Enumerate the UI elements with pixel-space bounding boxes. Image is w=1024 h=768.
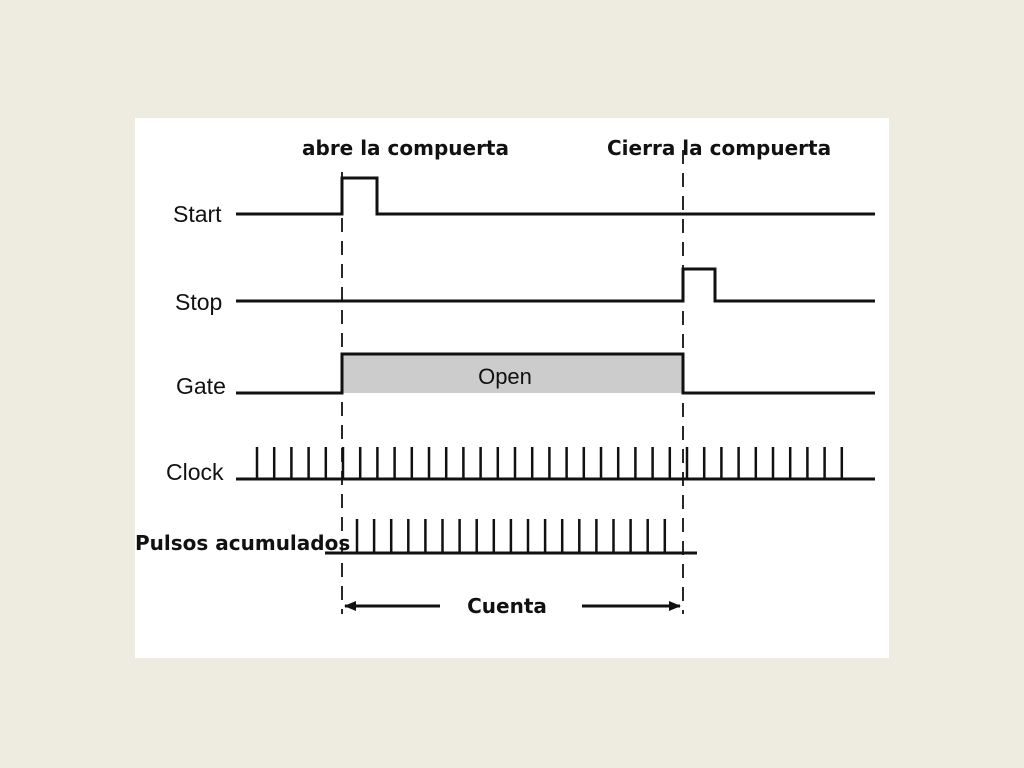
- gate-signal-trace: [236, 352, 875, 395]
- clock-pulses: [255, 447, 844, 479]
- start-signal-trace: [236, 176, 875, 216]
- gate-open-region: [342, 354, 683, 393]
- open-gate-annotation: abre la compuerta: [302, 136, 509, 160]
- accumulated-pulses-label: Pulsos acumulados: [135, 531, 350, 555]
- stop-signal-trace: [236, 267, 875, 303]
- accumulated-pulses: [355, 519, 667, 553]
- count-label: Cuenta: [467, 594, 547, 618]
- clock-signal-label: Clock: [166, 459, 224, 485]
- stop-signal-label: Stop: [175, 289, 222, 315]
- start-signal-label: Start: [173, 201, 222, 227]
- gate-open-label: Open: [478, 364, 532, 389]
- close-gate-annotation: Cierra la compuerta: [607, 136, 831, 160]
- gate-signal-label: Gate: [176, 373, 226, 399]
